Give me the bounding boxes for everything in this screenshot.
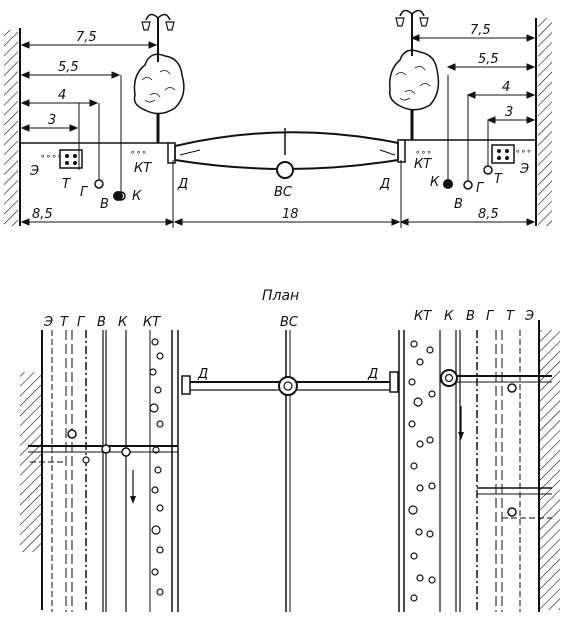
left-curb — [167, 142, 176, 164]
dim-left-5-5: 5,5 — [58, 60, 79, 75]
plan-label-g-right: Г — [486, 309, 495, 324]
left-cable-trench — [149, 338, 164, 596]
left-manhole — [67, 429, 77, 439]
left-dimensions — [20, 41, 175, 228]
label-right-g: Г — [476, 181, 485, 196]
right-gas-pipe — [463, 180, 473, 190]
plan-label-t: Т — [60, 315, 69, 330]
label-left-g: Г — [80, 185, 89, 200]
left-drain-inlet — [181, 375, 191, 395]
right-heat-pipe — [483, 165, 493, 175]
svg-text:∘∘∘: ∘∘∘ — [130, 148, 147, 158]
label-right-d: Д — [379, 177, 390, 192]
right-curb — [397, 139, 406, 163]
dim-center-18: 18 — [282, 207, 299, 222]
left-wall-hatch — [4, 30, 18, 226]
plan-label-e: Э — [43, 315, 53, 330]
plan-d-left: Д — [197, 367, 208, 382]
label-right-kt: КТ — [414, 157, 432, 172]
dim-left-7-5: 7,5 — [76, 30, 97, 45]
plan-label-v-right: В — [466, 309, 475, 324]
label-left-kt: КТ — [134, 161, 152, 176]
plan-label-t-right: Т — [506, 309, 515, 324]
dim-left-3: 3 — [48, 113, 56, 128]
dim-right-7-5: 7,5 — [470, 23, 491, 38]
dim-right-3: 3 — [505, 105, 513, 120]
right-lamp-icon — [395, 9, 429, 56]
left-lamp-icon — [141, 13, 175, 62]
label-left-k: К — [132, 189, 142, 204]
plan-d-right: Д — [367, 367, 378, 382]
center-dimension — [173, 218, 401, 226]
roadway-top — [174, 131, 399, 147]
label-left-e: Э — [29, 164, 39, 179]
label-center-vs: ВС — [274, 185, 293, 200]
label-left-t: Т — [62, 177, 71, 192]
right-drain-inlet — [389, 371, 399, 393]
plan-title: План — [262, 288, 299, 304]
plan-right-building-hatch — [540, 330, 560, 610]
right-dimensions — [399, 34, 536, 228]
right-wall-hatch — [538, 18, 552, 226]
label-right-k: К — [430, 175, 440, 190]
plan-label-k: К — [118, 315, 128, 330]
right-cable-trench — [408, 340, 436, 602]
plan-view: План Э Т Г В К КТ ВС КТ К В Г Т Э — [20, 288, 560, 612]
plan-label-vs: ВС — [280, 315, 299, 330]
label-right-t: Т — [494, 172, 503, 187]
plan-label-kt-right: КТ — [414, 309, 432, 324]
svg-text:∘∘∘: ∘∘∘ — [415, 148, 432, 158]
dim-right-5-5: 5,5 — [478, 52, 499, 67]
plan-label-g: Г — [77, 315, 86, 330]
label-left-v: В — [100, 197, 109, 212]
cross-section: ∘∘∘∘∘ ∘∘∘ ∘∘∘ ∘∘∘ — [4, 9, 552, 228]
plan-label-kt: КТ — [143, 315, 161, 330]
svg-text:∘∘∘∘∘: ∘∘∘∘∘ — [40, 152, 68, 162]
label-right-e: Э — [519, 162, 529, 177]
dim-left-4: 4 — [58, 88, 66, 103]
left-sewer-pipe — [113, 191, 123, 201]
right-sewer-pipe — [443, 179, 453, 189]
plan-label-v: В — [97, 315, 106, 330]
left-gas-pipe — [94, 179, 104, 189]
dim-left-8-5: 8,5 — [32, 207, 53, 222]
label-left-d: Д — [177, 177, 188, 192]
label-right-v: В — [454, 197, 463, 212]
dim-right-4: 4 — [502, 80, 510, 95]
right-tree-icon — [388, 49, 440, 140]
right-cable-box — [491, 144, 515, 164]
left-tree-icon — [133, 53, 185, 143]
storm-drain-pipe — [276, 161, 294, 179]
svg-text:∘∘∘: ∘∘∘ — [515, 147, 532, 157]
plan-label-e-right: Э — [524, 309, 534, 324]
dim-right-8-5: 8,5 — [478, 207, 499, 222]
plan-label-k-right: К — [444, 309, 454, 324]
